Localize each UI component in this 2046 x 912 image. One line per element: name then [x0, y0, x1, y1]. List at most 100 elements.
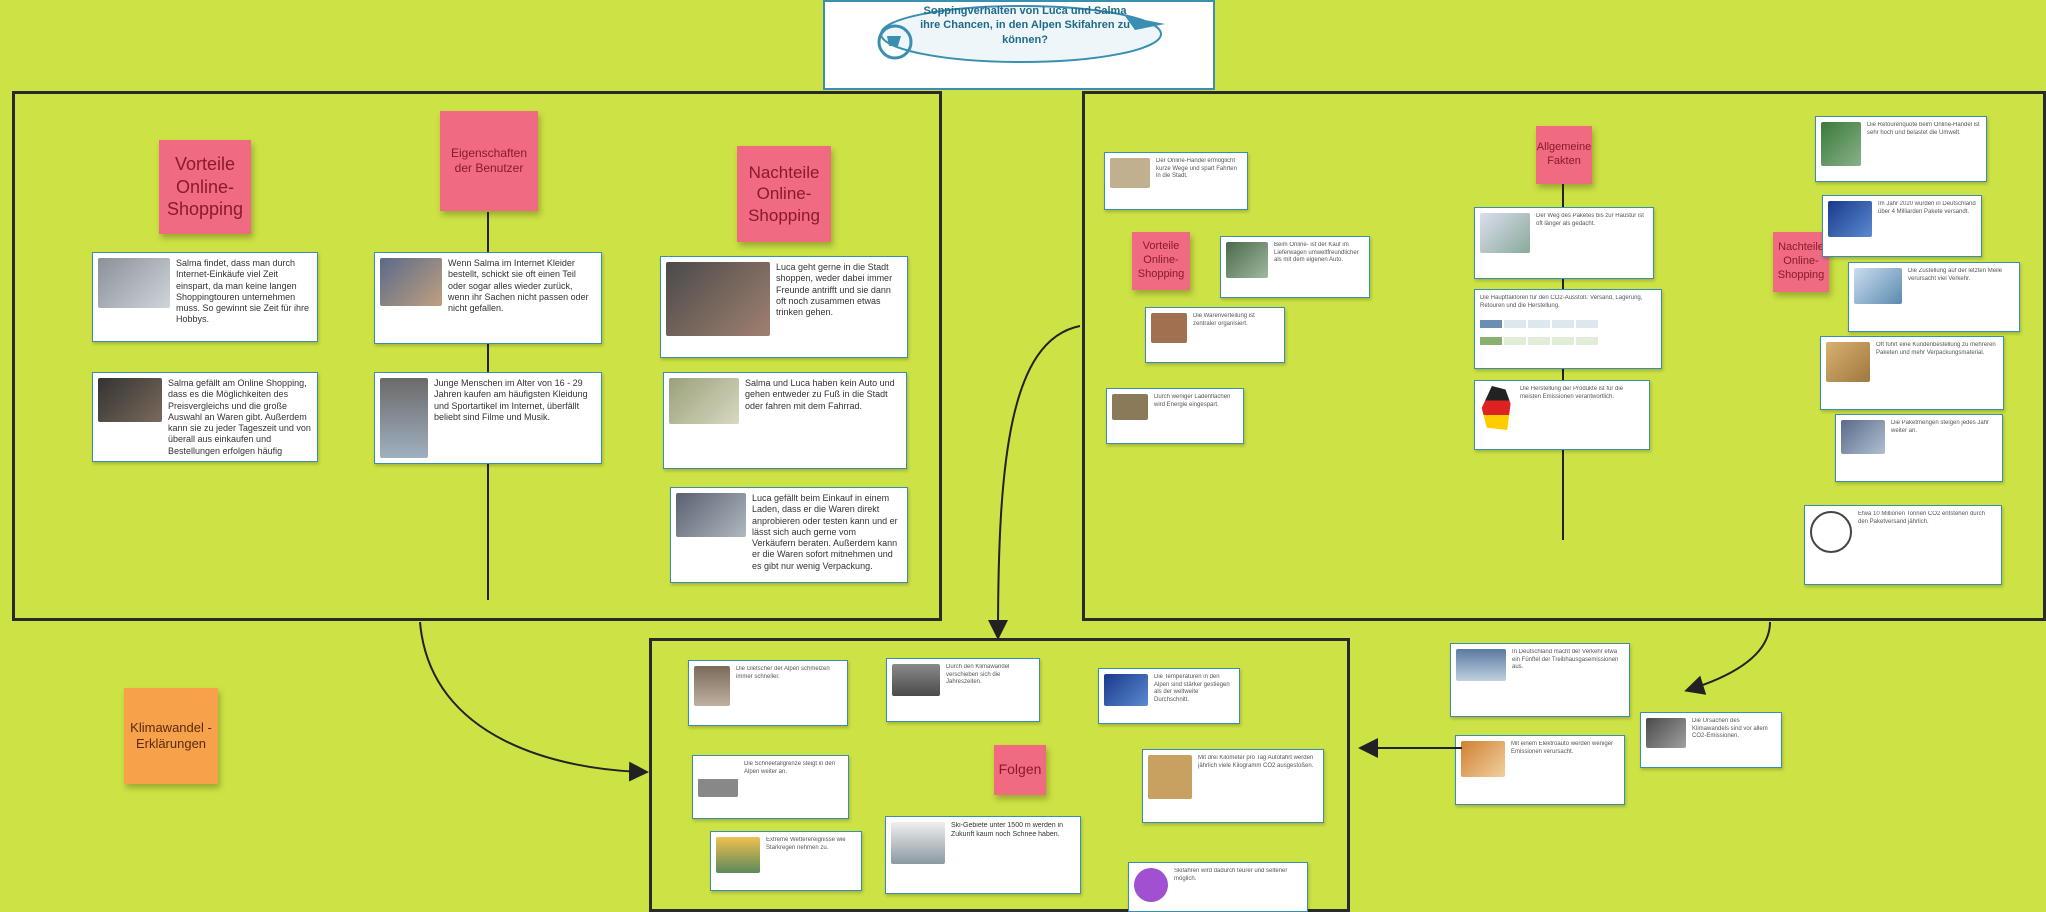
- card-bottom-6[interactable]: Ski-Gebiete unter 1500 m werden in Zukun…: [885, 816, 1081, 894]
- cloud-cart-illustration: [877, 5, 1165, 63]
- photo-thumbnail: [1112, 394, 1148, 420]
- photo-thumbnail: [98, 258, 170, 308]
- card-text: Die Schneefallgrenze steigt in den Alpen…: [744, 761, 836, 775]
- card-bottom-2[interactable]: Die Schneefallgrenze steigt in den Alpen…: [692, 755, 849, 819]
- photo-thumbnail: [1480, 213, 1530, 253]
- photo-thumbnail: [892, 664, 940, 696]
- landscape-icon: [698, 761, 738, 797]
- card-right-5[interactable]: Der Weg des Paketes bis zur Haustür ist …: [1474, 207, 1654, 279]
- card-text: Im Jahr 2020 wurden in Deutschland über …: [1878, 201, 1976, 215]
- process-diagram: [1480, 337, 1656, 345]
- card-right-2[interactable]: Beim Online- ist der Kauf im Lieferwagen…: [1220, 236, 1370, 298]
- photo-thumbnail: [716, 837, 760, 873]
- photo-thumbnail: [1821, 122, 1861, 166]
- card-text: In Deutschland macht der Verkehr etwa ei…: [1512, 649, 1619, 670]
- process-diagram: [1480, 320, 1656, 328]
- card-right-7[interactable]: Die Herstellung der Produkte ist für die…: [1474, 380, 1650, 450]
- shopping-bag-icon: [1134, 868, 1168, 902]
- card-left-6[interactable]: Salma und Luca haben kein Auto und gehen…: [663, 372, 907, 469]
- card-left-1[interactable]: Salma findet, dass man durch Internet-Ei…: [92, 252, 318, 342]
- card-text: Junge Menschen im Alter von 16 - 29 Jahr…: [434, 378, 588, 422]
- card-left-2[interactable]: Salma gefällt am Online Shopping, dass e…: [92, 372, 318, 462]
- card-left-4[interactable]: Junge Menschen im Alter von 16 - 29 Jahr…: [374, 372, 602, 464]
- card-right-13[interactable]: Etwa 10 Millionen Tonnen CO2 entstehen d…: [1804, 505, 2002, 585]
- card-text: Beim Online- ist der Kauf im Lieferwagen…: [1274, 242, 1359, 263]
- box-icon: [1148, 755, 1192, 799]
- card-right-11[interactable]: Oft führt eine Kundenbestellung zu mehre…: [1820, 336, 2004, 410]
- globe-icon: [1810, 511, 1852, 553]
- photo-thumbnail: [1646, 718, 1686, 748]
- card-text: Mit drei Kilometer pro Tag Autofahrt wer…: [1198, 755, 1314, 769]
- photo-thumbnail: [98, 378, 162, 422]
- right-board-frame[interactable]: [1082, 91, 2046, 621]
- photo-thumbnail: [1456, 649, 1506, 681]
- photo-thumbnail: [1104, 674, 1148, 706]
- card-text: Durch den Klimawandel verschieben sich d…: [946, 664, 1010, 685]
- card-bottom-7[interactable]: Mit drei Kilometer pro Tag Autofahrt wer…: [1142, 749, 1324, 823]
- sticky-eigenschaften[interactable]: Eigenschaften der Benutzer: [440, 111, 538, 211]
- photo-thumbnail: [1110, 158, 1150, 188]
- photo-thumbnail: [669, 378, 739, 424]
- photo-thumbnail: [1828, 201, 1872, 237]
- card-left-5[interactable]: Luca geht gerne in die Stadt shoppen, we…: [660, 256, 908, 358]
- sticky-vorteile-right[interactable]: Vorteile Online-Shopping: [1132, 232, 1190, 290]
- card-bottom-1[interactable]: Die Gletscher der Alpen schmelzen immer …: [688, 660, 848, 726]
- card-text: Die Hauptfaktoren für den CO2-Ausstoß: V…: [1480, 295, 1643, 309]
- card-bottom-9[interactable]: In Deutschland macht der Verkehr etwa ei…: [1450, 643, 1630, 717]
- card-right-4[interactable]: Durch weniger Ladenflächen wird Energie …: [1106, 388, 1244, 444]
- photo-thumbnail: [1226, 242, 1268, 278]
- sticky-nachteile-left[interactable]: Nachteile Online-Shopping: [737, 146, 831, 242]
- card-text: Die Retourenquote beim Online-Handel ist…: [1867, 122, 1980, 136]
- card-text: Der Online-Handel ermöglicht kurze Wege …: [1156, 158, 1237, 179]
- card-text: Mit einem Elektroauto werden weniger Emi…: [1511, 741, 1614, 755]
- card-text: Die Paketmengen steigen jedes Jahr weite…: [1891, 420, 1990, 434]
- photo-thumbnail: [1461, 741, 1505, 777]
- card-text: Die Herstellung der Produkte ist für die…: [1520, 386, 1624, 400]
- card-right-3[interactable]: Die Warenverteilung ist zentraler organi…: [1145, 307, 1285, 363]
- card-text: Ski-Gebiete unter 1500 m werden in Zukun…: [951, 822, 1064, 838]
- card-text: Die Warenverteilung ist zentraler organi…: [1193, 313, 1255, 327]
- header-title-card[interactable]: Soppingverhalten von Luca und Salma ihre…: [823, 0, 1215, 90]
- card-text: Durch weniger Ladenflächen wird Energie …: [1154, 394, 1231, 408]
- card-right-8[interactable]: Die Retourenquote beim Online-Handel ist…: [1815, 116, 1987, 182]
- card-text: Die Zustellung auf der letzten Meile ver…: [1908, 268, 2003, 282]
- card-right-12[interactable]: Die Paketmengen steigen jedes Jahr weite…: [1835, 414, 2003, 482]
- card-text: Skifahren wird dadurch teurer und selten…: [1174, 868, 1288, 882]
- card-text: Die Ursachen des Klimawandels sind vor a…: [1692, 718, 1768, 739]
- photo-thumbnail: [676, 493, 746, 537]
- card-text: Salma gefällt am Online Shopping, dass e…: [168, 378, 311, 456]
- card-text: Etwa 10 Millionen Tonnen CO2 entstehen d…: [1858, 511, 1985, 525]
- photo-thumbnail: [380, 378, 428, 458]
- card-text: Oft führt eine Kundenbestellung zu mehre…: [1876, 342, 1996, 356]
- photo-thumbnail: [380, 258, 442, 306]
- card-bottom-4[interactable]: Durch den Klimawandel verschieben sich d…: [886, 658, 1040, 722]
- card-text: Salma findet, dass man durch Internet-Ei…: [176, 258, 310, 325]
- sticky-nachteile-right[interactable]: Nachteile Online-Shopping: [1773, 232, 1829, 292]
- card-text: Luca gefällt beim Einkauf in einem Laden…: [752, 493, 898, 571]
- left-board-frame[interactable]: [12, 91, 942, 621]
- card-left-3[interactable]: Wenn Salma im Internet Kleider bestellt,…: [374, 252, 602, 344]
- card-bottom-11[interactable]: Mit einem Elektroauto werden weniger Emi…: [1455, 735, 1625, 805]
- sticky-klimawandel[interactable]: Klimawandel - Erklärungen: [124, 688, 218, 784]
- card-right-6[interactable]: Die Hauptfaktoren für den CO2-Ausstoß: V…: [1474, 289, 1662, 369]
- sticky-allgemeine[interactable]: Allgemeine Fakten: [1536, 126, 1592, 184]
- card-text: Die Gletscher der Alpen schmelzen immer …: [736, 666, 830, 680]
- photo-thumbnail: [1826, 342, 1870, 382]
- card-text: Der Weg des Paketes bis zur Haustür ist …: [1536, 213, 1644, 227]
- card-right-1[interactable]: Der Online-Handel ermöglicht kurze Wege …: [1104, 152, 1248, 210]
- card-right-9[interactable]: Im Jahr 2020 wurden in Deutschland über …: [1822, 195, 1982, 257]
- card-bottom-3[interactable]: Extreme Wetterereignisse wie Starkregen …: [710, 831, 862, 891]
- photo-thumbnail: [1151, 313, 1187, 343]
- card-right-10[interactable]: Die Zustellung auf der letzten Meile ver…: [1848, 262, 2020, 332]
- sticky-vorteile-left[interactable]: Vorteile Online-Shopping: [159, 140, 251, 234]
- photo-thumbnail: [891, 822, 945, 864]
- photo-thumbnail: [1841, 420, 1885, 454]
- card-text: Die Temperaturen in den Alpen sind stärk…: [1154, 674, 1230, 703]
- card-text: Salma und Luca haben kein Auto und gehen…: [745, 378, 895, 411]
- card-bottom-10[interactable]: Die Ursachen des Klimawandels sind vor a…: [1640, 712, 1782, 768]
- card-left-7[interactable]: Luca gefällt beim Einkauf in einem Laden…: [670, 487, 908, 583]
- header-title: Soppingverhalten von Luca und Salma ihre…: [920, 5, 1130, 46]
- card-bottom-5[interactable]: Die Temperaturen in den Alpen sind stärk…: [1098, 668, 1240, 724]
- sticky-folgen[interactable]: Folgen: [994, 745, 1046, 795]
- photo-thumbnail: [1854, 268, 1902, 304]
